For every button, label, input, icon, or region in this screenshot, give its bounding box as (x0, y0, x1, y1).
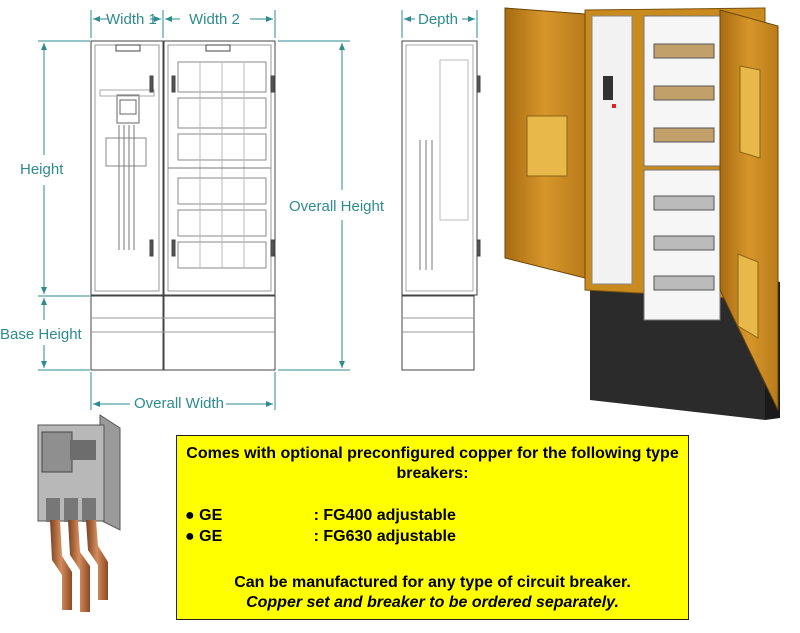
width2-label: Width 2 (189, 11, 240, 28)
height-label: Height (20, 161, 64, 178)
info-note-box: Comes with optional preconfigured copper… (176, 435, 689, 620)
note-order-separately-line: Copper set and breaker to be ordered sep… (246, 594, 619, 611)
depth-label: Depth (418, 11, 459, 28)
breaker-list-item: ● GE : FG400 adjustable (185, 506, 456, 526)
overall-height-label: Overall Height (289, 198, 385, 215)
front-elevation-drawing (90, 40, 276, 371)
breaker-list-item: ● GE : FG630 adjustable (185, 527, 456, 547)
note-closing-line: Can be manufactured for any type of circ… (234, 574, 631, 591)
side-elevation-drawing (401, 40, 481, 371)
breaker-with-copper-image (37, 414, 121, 612)
breaker-brand: GE (199, 507, 223, 524)
overall-width-label: Overall Width (134, 395, 225, 412)
bullet-icon: ● (185, 528, 195, 545)
dimension-lines (38, 10, 478, 410)
breaker-brand: GE (199, 528, 223, 545)
bullet-icon: ● (185, 507, 195, 524)
cabinet-3d-render (504, 7, 780, 420)
width1-label: Width 1 (106, 11, 157, 28)
breaker-model: : FG630 adjustable (313, 528, 456, 545)
base-height-label: Base Height (0, 326, 82, 343)
note-title: Comes with optional preconfigured copper… (186, 445, 679, 482)
breaker-model: : FG400 adjustable (313, 507, 456, 524)
